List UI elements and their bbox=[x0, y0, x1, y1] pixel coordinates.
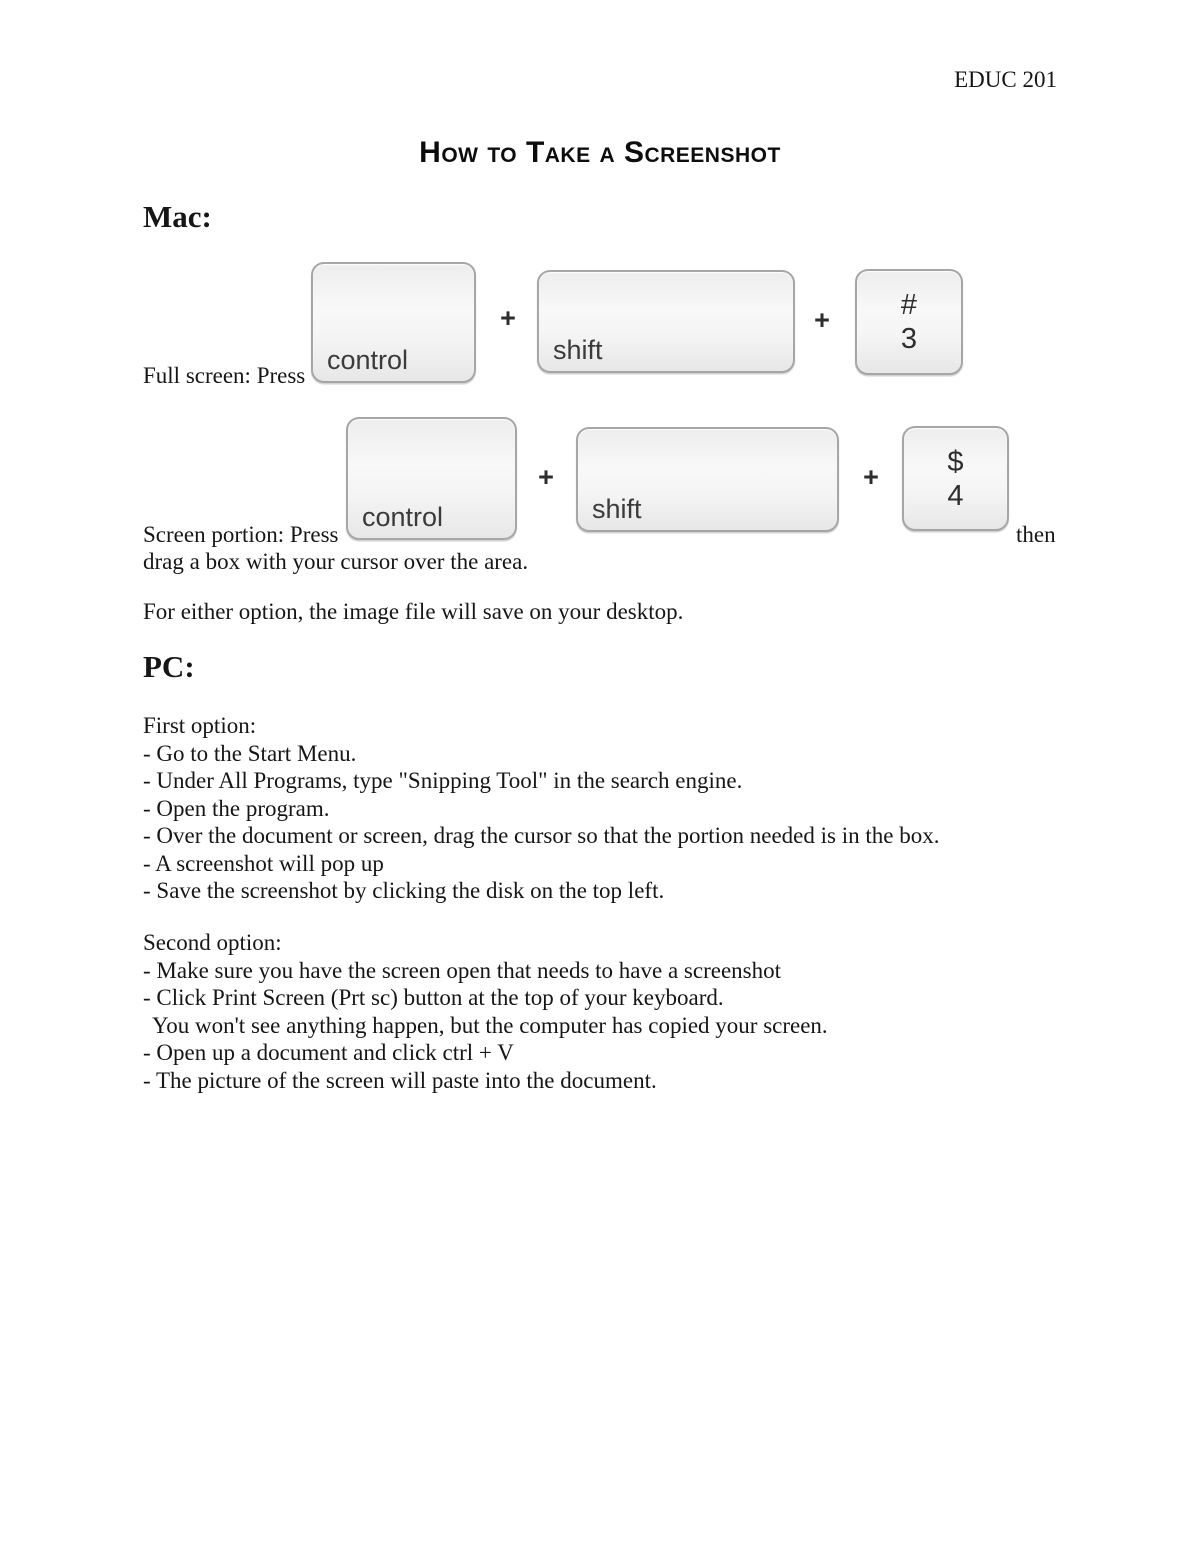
keycap-shift-label: shift bbox=[553, 335, 603, 365]
list-item-continuation: You won't see anything happen, but the c… bbox=[152, 1012, 828, 1038]
pc-first-option: First option: - Go to the Start Menu. - … bbox=[143, 712, 939, 905]
keycap-shift-label: shift bbox=[592, 494, 642, 524]
course-code: EDUC 201 bbox=[954, 67, 1057, 92]
keycap-3-symbol: # bbox=[900, 289, 918, 321]
plus-icon: + bbox=[863, 462, 879, 492]
list-item: - Under All Programs, type "Snipping Too… bbox=[143, 768, 743, 793]
second-option-heading: Second option: bbox=[143, 930, 282, 955]
screen-portion-continuation: drag a box with your cursor over the are… bbox=[143, 549, 529, 574]
keycap-4-digit: 4 bbox=[947, 479, 964, 512]
keycap-shift-fullscreen: shift bbox=[537, 270, 795, 373]
plus-icon: + bbox=[814, 305, 830, 335]
keycap-3: # 3 bbox=[855, 269, 963, 375]
keycap-control-label: control bbox=[327, 345, 409, 375]
list-item: - The picture of the screen will paste i… bbox=[143, 1067, 657, 1093]
mac-note: For either option, the image file will s… bbox=[143, 599, 684, 624]
keycap-control-portion: control bbox=[346, 417, 517, 540]
keycap-control-label: control bbox=[362, 502, 444, 532]
then-word: then bbox=[1016, 522, 1056, 547]
pc-section-heading: PC: bbox=[143, 649, 195, 684]
list-item: - Open up a document and click ctrl + V bbox=[143, 1040, 514, 1065]
keycap-shift-portion: shift bbox=[576, 427, 839, 532]
keycap-4: $ 4 bbox=[902, 426, 1009, 531]
plus-icon: + bbox=[538, 462, 554, 492]
full-screen-label: Full screen: Press bbox=[143, 363, 306, 388]
keycap-3-digit: 3 bbox=[900, 323, 918, 355]
list-item: - Click Print Screen (Prt sc) button at … bbox=[143, 985, 724, 1010]
list-item: - Save the screenshot by clicking the di… bbox=[143, 878, 665, 903]
list-item: - Open the program. bbox=[143, 795, 330, 821]
mac-section-heading: Mac: bbox=[143, 199, 212, 234]
plus-icon: + bbox=[500, 303, 516, 333]
list-item: - Go to the Start Menu. bbox=[143, 740, 357, 766]
pc-second-option: Second option: - Make sure you have the … bbox=[143, 929, 828, 1094]
list-item: - Over the document or screen, drag the … bbox=[143, 823, 940, 848]
list-item: - A screenshot will pop up bbox=[143, 850, 384, 876]
first-option-heading: First option: bbox=[143, 713, 257, 738]
keycap-4-symbol: $ bbox=[947, 445, 964, 478]
list-item: - Make sure you have the screen open tha… bbox=[143, 957, 782, 983]
screen-portion-label: Screen portion: Press bbox=[143, 522, 339, 547]
page-title: How to Take a Screenshot bbox=[419, 136, 781, 169]
keycap-control-fullscreen: control bbox=[311, 262, 476, 383]
